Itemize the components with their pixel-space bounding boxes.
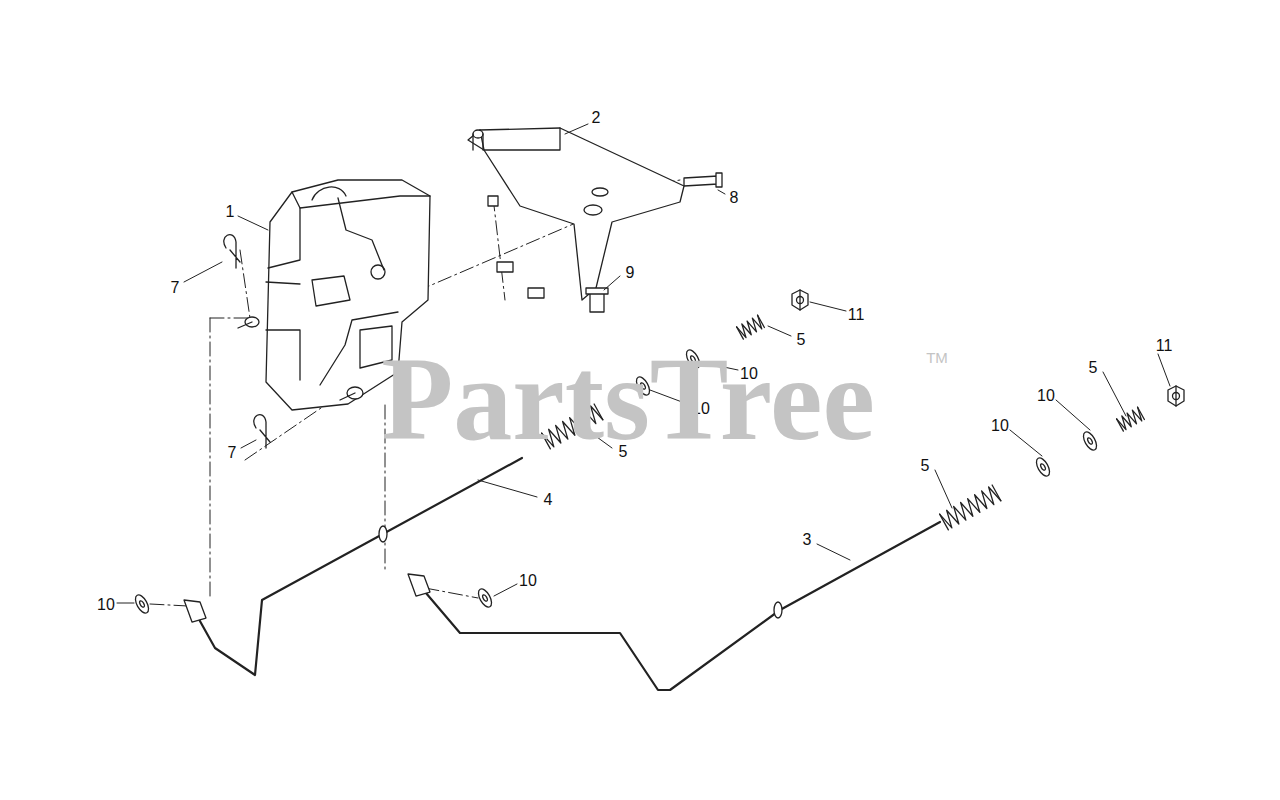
callout-number: 11 — [848, 307, 865, 323]
callout-number: 5 — [921, 458, 930, 474]
callout-number: 2 — [592, 110, 601, 126]
callout-number: 11 — [1156, 338, 1173, 354]
callout-number: 7 — [228, 445, 237, 461]
callout-number: 10 — [519, 573, 537, 589]
callout-number: 9 — [626, 265, 635, 281]
trademark-mark: TM — [926, 350, 948, 365]
callout-number: 4 — [544, 492, 553, 508]
callout-number: 1 — [226, 204, 235, 220]
callout-number: 5 — [1089, 360, 1098, 376]
callout-number: 8 — [730, 190, 739, 206]
callout-number: 10 — [97, 597, 115, 613]
callout-number: 10 — [991, 418, 1009, 434]
callout-number: 3 — [803, 532, 812, 548]
callout-number: 7 — [171, 280, 180, 296]
watermark: PartsTree — [381, 341, 875, 459]
callout-number: 10 — [1037, 388, 1055, 404]
